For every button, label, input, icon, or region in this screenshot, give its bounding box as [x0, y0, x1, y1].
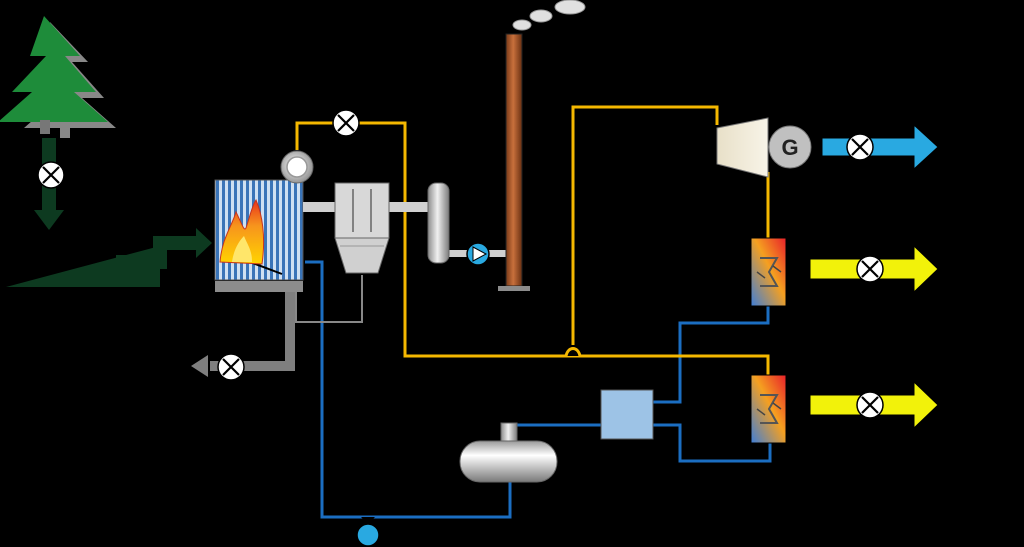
- return-line-lower-hx: [653, 423, 772, 463]
- flue-gas-cleaner: [427, 182, 450, 264]
- heat-exchanger-icon: [750, 237, 787, 307]
- electricity-output-arrow: [821, 123, 939, 171]
- pump-icon[interactable]: [466, 242, 490, 266]
- feedwater-line: [305, 260, 512, 519]
- valve-icon[interactable]: [846, 133, 874, 161]
- chimney: [498, 33, 530, 291]
- smoke-icon: [512, 0, 586, 31]
- steam-line-turbine-feed: [571, 105, 719, 345]
- valve-icon[interactable]: [856, 255, 884, 283]
- steam-lines: [295, 105, 770, 375]
- line-crossing: [564, 347, 582, 357]
- generator-icon: G: [768, 125, 812, 169]
- fuel-pile: [6, 228, 212, 287]
- steam-line-boiler-top: [295, 121, 770, 375]
- tree-icon: [0, 16, 116, 138]
- valve-icon[interactable]: [37, 161, 65, 189]
- water-lines: [305, 260, 772, 519]
- flue-gas-duct: [303, 202, 506, 257]
- return-line-upper-hx: [653, 306, 770, 404]
- valve-icon[interactable]: [332, 109, 360, 137]
- pump-icon[interactable]: [356, 517, 380, 547]
- valve-icon[interactable]: [217, 353, 245, 381]
- turbine-icon: [716, 117, 769, 178]
- cyclone-filter: [334, 182, 390, 274]
- fire-icon: [219, 198, 265, 265]
- generator-label: G: [781, 135, 798, 160]
- valve-icon[interactable]: [856, 391, 884, 419]
- feedwater-tank: [459, 422, 558, 483]
- pressure-gauge: [280, 150, 314, 184]
- condenser: [600, 389, 654, 440]
- heat-exchanger-icon: [750, 374, 787, 444]
